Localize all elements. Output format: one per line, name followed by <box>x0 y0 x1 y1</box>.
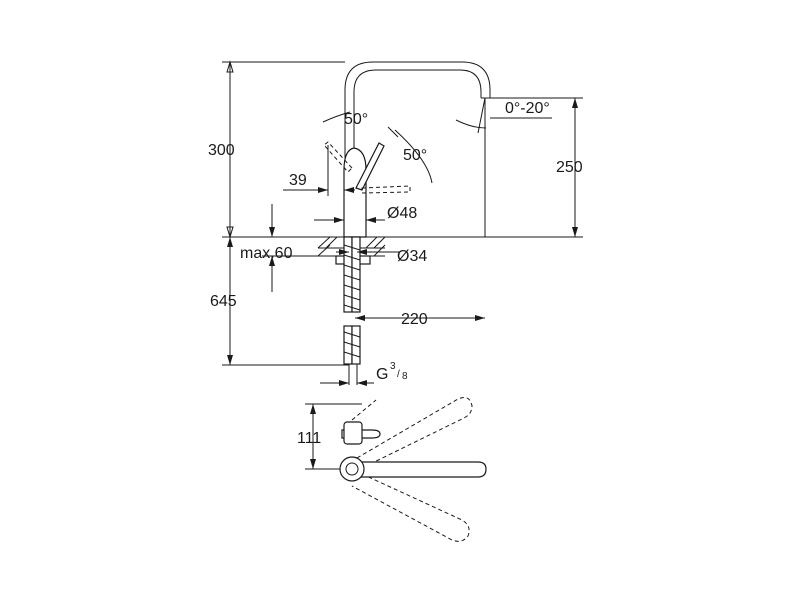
dim-lever-angle-left: 50° <box>344 111 368 128</box>
dim-below-length: 645 <box>210 293 237 310</box>
spout-pipe <box>344 61 491 210</box>
supply-hoses <box>343 236 361 385</box>
lever-dashed-left <box>323 141 353 173</box>
lever <box>355 142 385 191</box>
body-inner-circle <box>345 462 359 476</box>
dim-body-diameter: Ø48 <box>387 205 417 222</box>
dim-spout-reach: 220 <box>401 311 428 328</box>
dim-connection-num: 3 <box>390 361 396 372</box>
side-view: 300 645 250 0°-20° 50° 50° 39 <box>208 60 583 386</box>
dim-connection-thread: G <box>376 366 388 383</box>
dim-total-height: 300 <box>208 142 235 159</box>
dim-spout-height: 250 <box>556 159 583 176</box>
top-view: 111 <box>297 397 487 542</box>
spout-solid <box>351 461 487 478</box>
dim-connection-den: 8 <box>402 371 408 382</box>
dim-hole-diameter: Ø34 <box>397 248 427 265</box>
spout-dashed-down <box>351 473 470 542</box>
spout-dashed-up <box>356 397 473 469</box>
lever-dashed-right <box>361 185 411 194</box>
dim-max-thickness: max.60 <box>240 245 293 262</box>
dim-swivel-angle: 0°-20° <box>505 100 550 117</box>
dim-lever-angle-right: 50° <box>403 147 427 164</box>
lever-handle-top <box>343 421 363 445</box>
dim-connection-slash: / <box>397 369 400 380</box>
body-circle <box>339 456 365 482</box>
dim-lever-offset: 39 <box>289 172 307 189</box>
dim-top-view-offset: 111 <box>297 430 321 447</box>
